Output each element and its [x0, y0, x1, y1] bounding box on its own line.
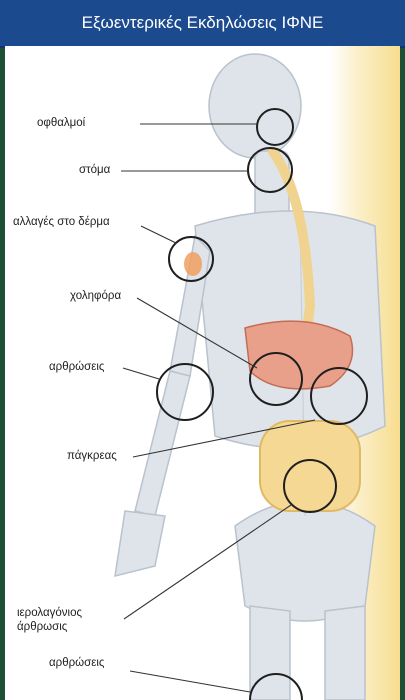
label-bile: χοληφόρα	[70, 290, 121, 302]
label-mouth: στόμα	[79, 164, 110, 176]
pelvis	[235, 501, 375, 621]
label-eyes: οφθαλμοί	[37, 117, 85, 129]
skin-patch	[184, 252, 202, 276]
intestine	[260, 421, 360, 511]
diagram-title: Εξωεντερικές Εκδηλώσεις ΙΦΝΕ	[0, 0, 405, 48]
left-leg	[250, 606, 290, 700]
right-leg	[325, 606, 365, 700]
body-illustration-panel: οφθαλμοί στόμα αλλαγές στο δέρμα χοληφόρ…	[5, 46, 400, 700]
label-pancreas: πάγκρεας	[67, 450, 117, 462]
label-skin: αλλαγές στο δέρμα	[13, 216, 110, 228]
skull	[209, 54, 301, 158]
organs	[245, 321, 353, 389]
label-joints-arm: αρθρώσεις	[49, 361, 104, 373]
forearm	[135, 371, 190, 516]
label-sacroiliac: ιερολαγόνιος άρθρωσις	[17, 606, 122, 634]
body-illustration	[5, 46, 400, 700]
label-joints-leg: αρθρώσεις	[49, 657, 104, 669]
hand	[115, 511, 165, 576]
